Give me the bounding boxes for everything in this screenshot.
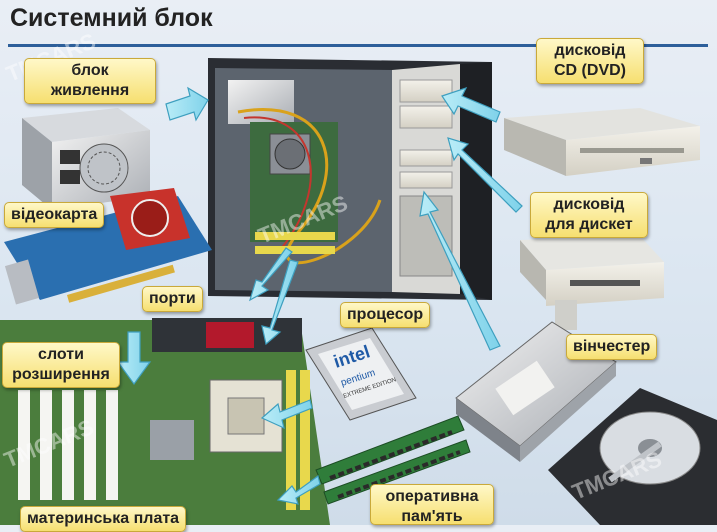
arrow-cd-drive-icon: [441, 86, 501, 123]
arrow-slots-icon: [116, 331, 152, 386]
page-title: Системний блок: [10, 4, 213, 32]
arrow-ram-icon: [276, 474, 321, 505]
arrow-ports-icon: [261, 259, 299, 346]
arrow-floppy-drive-icon: [447, 137, 523, 213]
label-power-supply: блок живлення: [24, 58, 156, 104]
arrow-video-card-icon: [249, 247, 293, 302]
open-hard-drive-image: [548, 388, 717, 525]
label-floppy-drive: дисковід для дискет: [530, 192, 648, 238]
label-video-card: відеокарта: [4, 202, 105, 228]
title-underline: [8, 44, 708, 47]
label-hard-drive: вінчестер: [566, 334, 658, 360]
label-ram: оперативна пам'ять: [370, 484, 494, 525]
label-motherboard: материнська плата: [20, 506, 187, 532]
psu-inside: [228, 80, 294, 124]
label-expansion-slots: слоти розширення: [2, 342, 120, 388]
label-processor: процесор: [340, 302, 431, 328]
arrow-hard-drive-icon: [419, 190, 501, 351]
floppy-drive-image: [520, 236, 664, 330]
processor-chip-image: intel pentium EXTREME EDITION: [305, 327, 417, 421]
arrow-psu-icon: [165, 86, 209, 122]
cd-dvd-drive-image: [504, 108, 700, 176]
system-unit-case: [208, 58, 492, 300]
video-card-image: [4, 188, 212, 305]
power-supply-image: [22, 108, 150, 210]
label-cd-drive: дисковід CD (DVD): [536, 38, 644, 84]
label-ports: порти: [142, 286, 203, 312]
ram-modules-image: [315, 415, 471, 505]
arrow-processor-icon: [260, 399, 313, 430]
